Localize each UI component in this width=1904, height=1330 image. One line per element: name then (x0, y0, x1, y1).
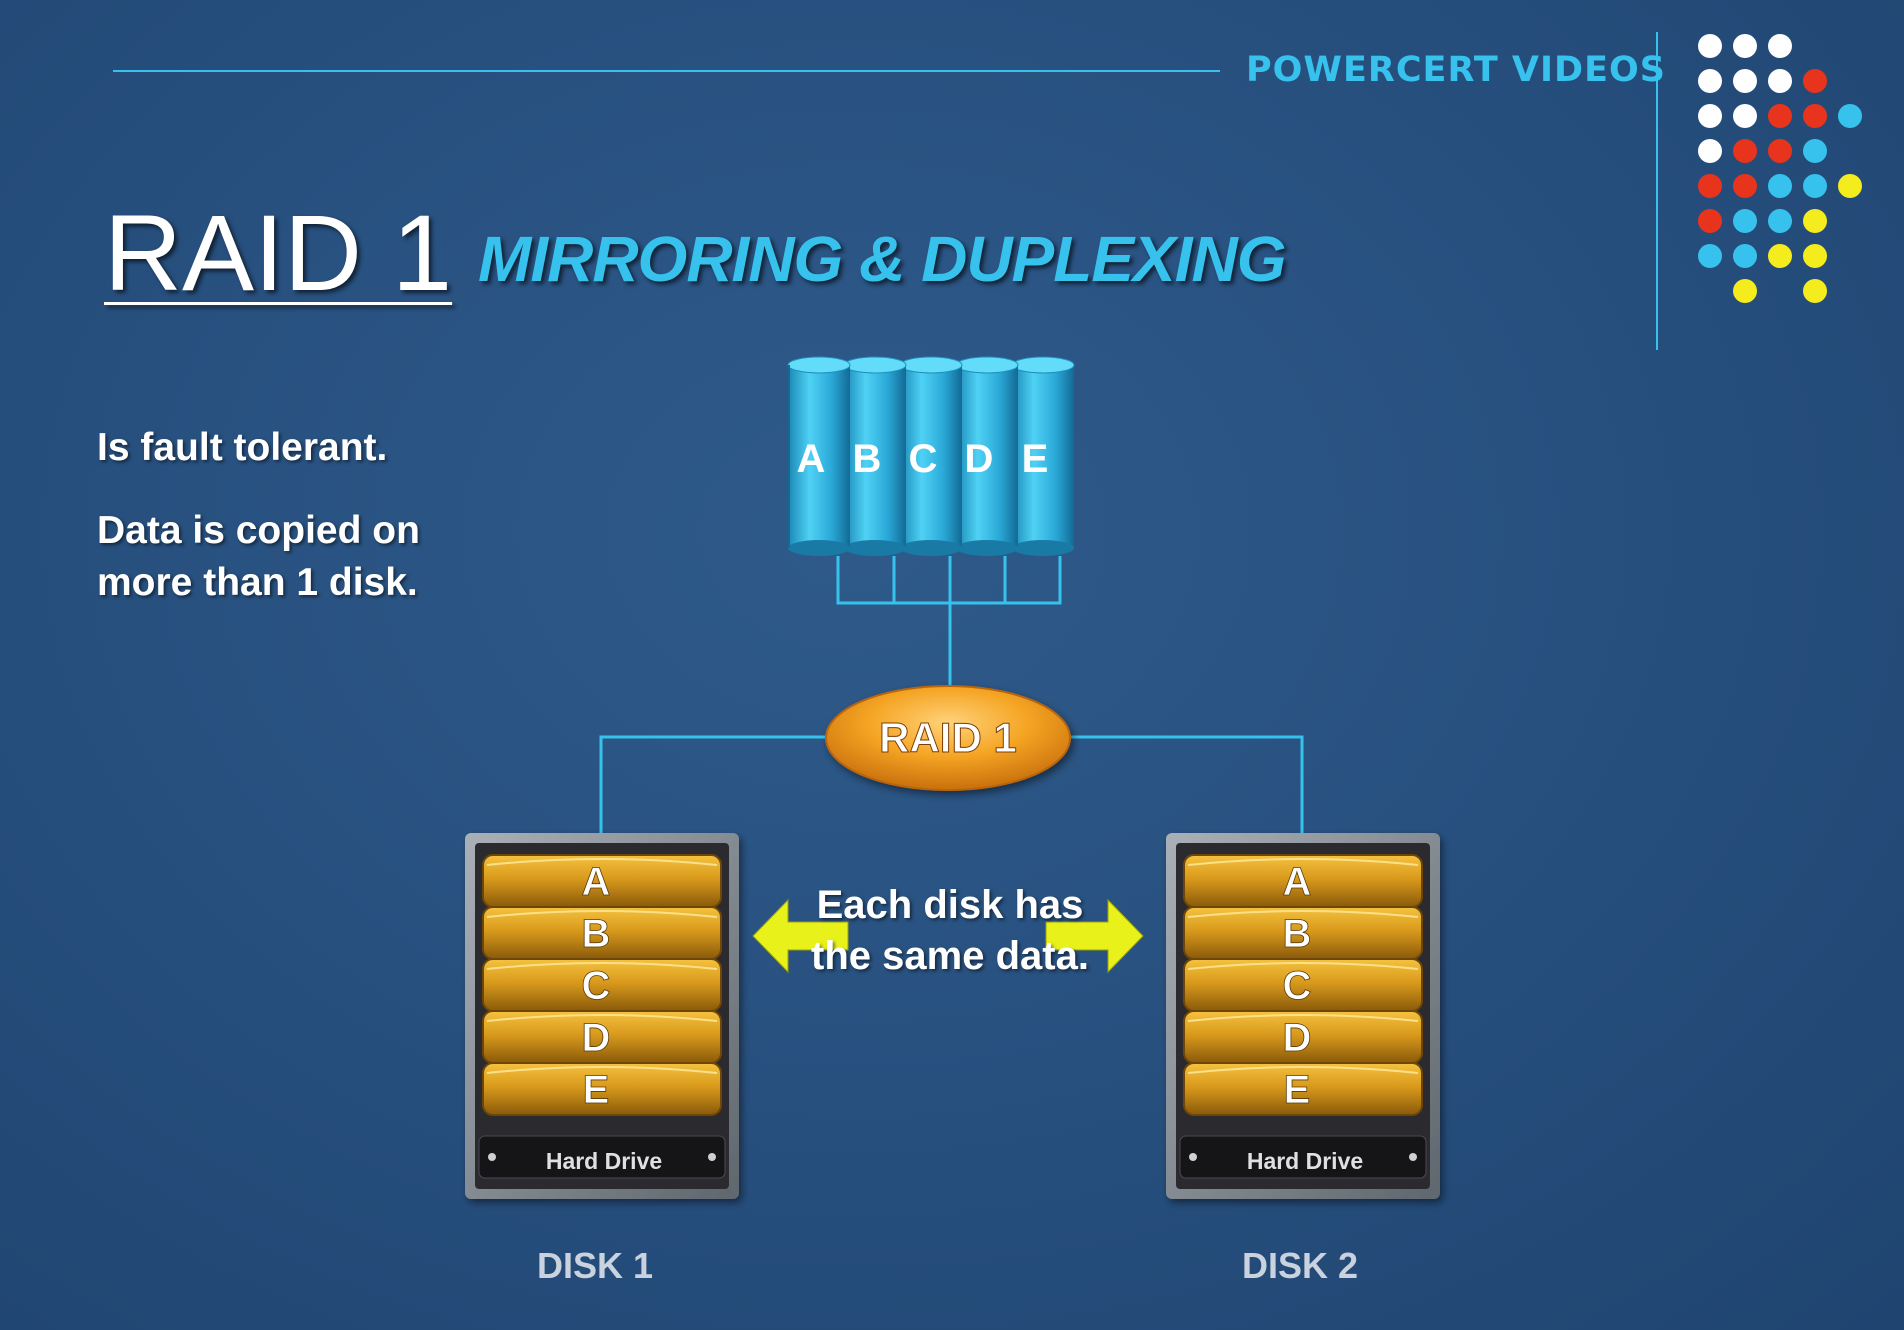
volume-block-label: A (797, 437, 826, 481)
logo-dot (1768, 174, 1792, 198)
logo-dot (1698, 34, 1722, 58)
logo-dot (1698, 244, 1722, 268)
disk-1-label: DISK 1 (536, 1245, 654, 1286)
brand-label: POWERCERT VIDEOS (1246, 50, 1666, 90)
volume-cylinder (787, 356, 851, 556)
volume-cylinder (1011, 356, 1075, 556)
mirror-arrows (752, 898, 1144, 974)
raid-controller (825, 685, 1071, 791)
disk-block-label: C (1283, 964, 1312, 1008)
logo-dot (1803, 69, 1827, 93)
logo-dot (1803, 174, 1827, 198)
disk-platter: E (1183, 1062, 1423, 1116)
logo-dot (1733, 244, 1757, 268)
arrow-right-icon (1045, 898, 1144, 974)
disk-platter: D (482, 1010, 722, 1064)
disk-block-label: B (1283, 912, 1312, 956)
logo-dot (1768, 104, 1792, 128)
volume-block-label: E (1022, 437, 1049, 481)
logo-dot (1733, 34, 1757, 58)
disk-block-label: B (582, 912, 611, 956)
drive-label: Hard Drive (1247, 1148, 1363, 1174)
logo-dot (1733, 209, 1757, 233)
logo-dot (1768, 209, 1792, 233)
bullet-fault-tolerant: Is fault tolerant. (97, 426, 388, 469)
disk-block-label: A (1283, 860, 1312, 904)
disk-2-label: DISK 2 (1241, 1245, 1359, 1286)
page-title: RAID 1 (104, 192, 453, 313)
controller-label: RAID 1 (879, 714, 1017, 761)
disk-platter: A (1183, 854, 1423, 908)
logo-dot (1803, 244, 1827, 268)
logo-dot (1768, 139, 1792, 163)
disk-block-label: A (582, 860, 611, 904)
logo-dot (1733, 69, 1757, 93)
drive-label-strip (478, 1135, 726, 1179)
logo-dot (1803, 104, 1827, 128)
logo-dot (1838, 174, 1862, 198)
disk-platter: A (482, 854, 722, 908)
logo-dot (1803, 209, 1827, 233)
disk-platter: E (482, 1062, 722, 1116)
logo-dot (1733, 139, 1757, 163)
logo-dot (1803, 139, 1827, 163)
volume-block-label: B (853, 437, 882, 481)
disk-links (599, 735, 1304, 833)
logo-dot (1838, 104, 1862, 128)
disk-block-label: C (582, 964, 611, 1008)
logo-dot (1803, 279, 1827, 303)
logo-dot (1733, 279, 1757, 303)
logo-dot (1698, 174, 1722, 198)
bullet-data-copied: Data is copied on more than 1 disk. (97, 509, 420, 604)
disk-block-label: E (583, 1068, 610, 1112)
logo-dot (1698, 209, 1722, 233)
drive-label-strip (1179, 1135, 1427, 1179)
drive-label: Hard Drive (546, 1148, 662, 1174)
page-subtitle: MIRRORING & DUPLEXING (478, 223, 1286, 295)
logo-dot (1768, 34, 1792, 58)
mirror-note: Each disk has the same data. (811, 883, 1089, 978)
logo-dot (1733, 104, 1757, 128)
logo-dot (1698, 69, 1722, 93)
volume-cylinder (899, 356, 963, 556)
disk-platter: C (1183, 958, 1423, 1012)
disk-block-label: E (1284, 1068, 1311, 1112)
dot-logo (1698, 34, 1862, 303)
logo-dot (1768, 69, 1792, 93)
disk-platter: D (1183, 1010, 1423, 1064)
disk-block-label: D (1283, 1016, 1312, 1060)
disk-platter: C (482, 958, 722, 1012)
volume-block-label: C (909, 437, 938, 481)
disk-platter: B (482, 906, 722, 960)
volume-connector (836, 556, 1062, 690)
logo-dot (1733, 174, 1757, 198)
volume-block-label: D (965, 437, 994, 481)
arrow-left-icon (752, 898, 849, 974)
logo-dot (1698, 139, 1722, 163)
logo-dot (1698, 104, 1722, 128)
disk-block-label: D (582, 1016, 611, 1060)
disk-platter: B (1183, 906, 1423, 960)
logo-dot (1768, 244, 1792, 268)
